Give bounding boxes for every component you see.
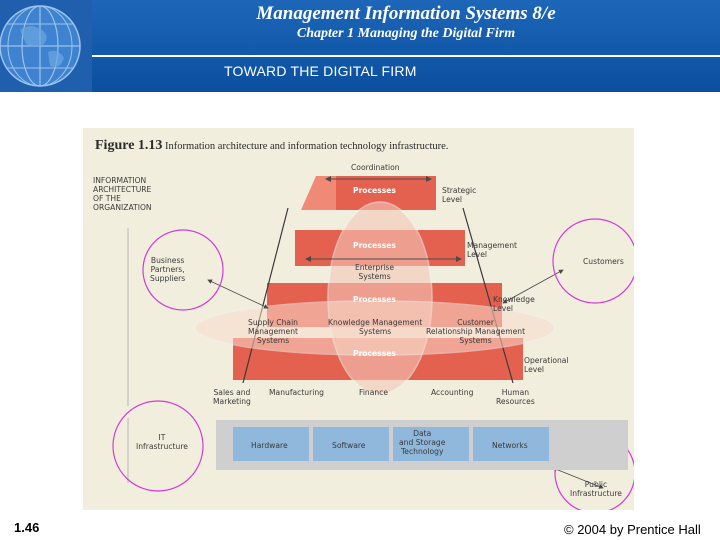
section-title: TOWARD THE DIGITAL FIRM — [224, 63, 417, 79]
header-divider — [92, 55, 720, 57]
hardware-box — [233, 427, 309, 461]
software-box — [313, 427, 389, 461]
figure-number: Figure 1.13 — [95, 138, 163, 153]
processes-operational-label: Processes — [353, 349, 396, 358]
software-label: Software — [332, 441, 366, 450]
processes-management-label: Processes — [353, 241, 396, 250]
copyright-notice: © 2004 by Prentice Hall — [564, 522, 701, 537]
processes-knowledge-label: Processes — [353, 295, 396, 304]
architecture-label: INFORMATION ARCHITECTURE OF THE ORGANIZA… — [93, 176, 152, 213]
accounting-label: Accounting — [431, 388, 474, 397]
coordination-label: Coordination — [351, 163, 400, 172]
globe-logo — [0, 0, 92, 92]
slide-header: Management Information Systems 8/e Chapt… — [0, 0, 720, 92]
enterprise-oval — [194, 300, 556, 356]
networks-label: Networks — [492, 441, 528, 450]
figure-caption-text: Information architecture and information… — [165, 141, 449, 152]
slide-title: Management Information Systems 8/e — [256, 3, 556, 24]
data-box — [393, 427, 469, 461]
figure-panel: Figure 1.13 Information architecture and… — [83, 128, 634, 510]
manufacturing-label: Manufacturing — [269, 388, 324, 397]
figure-caption: Figure 1.13 Information architecture and… — [95, 138, 448, 154]
processes-strategic-label: Processes — [353, 186, 396, 195]
hardware-label: Hardware — [251, 441, 288, 450]
customers-label: Customers — [583, 257, 624, 266]
slide-subtitle: Chapter 1 Managing the Digital Firm — [296, 26, 516, 41]
slide-number: 1.46 — [14, 520, 40, 535]
networks-box — [473, 427, 549, 461]
finance-label: Finance — [359, 388, 389, 397]
architecture-diagram — [112, 176, 634, 510]
